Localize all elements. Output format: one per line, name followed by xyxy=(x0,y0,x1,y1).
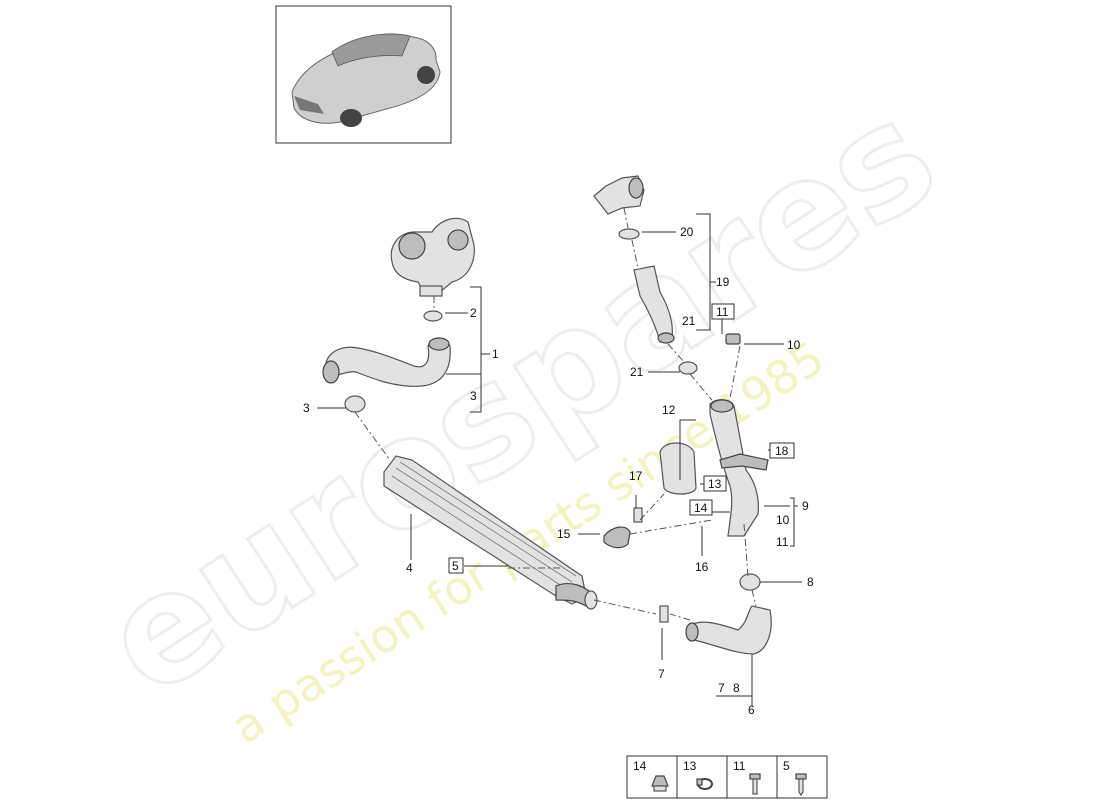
callout-14-box xyxy=(689,499,713,516)
hardware-legend: 14 13 11 5 xyxy=(626,755,828,799)
callout-5: 5 xyxy=(452,559,459,573)
callouts: 2 1 3 3 4 5 15 17 12 14 13 16 7 8 7 8 6 … xyxy=(303,225,814,717)
callout-17: 17 xyxy=(629,469,643,483)
callout-4: 4 xyxy=(406,561,413,575)
resonator xyxy=(659,442,697,495)
callout-18-box xyxy=(769,442,795,459)
callout-11: 11 xyxy=(716,305,729,319)
callout-20: 20 xyxy=(680,225,694,239)
car-icon xyxy=(291,33,441,127)
hose-clip xyxy=(659,605,669,623)
callout-8-group: 8 xyxy=(733,681,740,695)
callout-11-box xyxy=(711,303,735,320)
turbocharger xyxy=(390,217,475,297)
lower-clamp xyxy=(739,573,761,591)
legend-label-5: 5 xyxy=(783,759,790,773)
callout-15: 15 xyxy=(557,527,571,541)
intercooler xyxy=(383,455,598,610)
callout-21: 21 xyxy=(630,365,644,379)
charge-air-pipe-with-bracket xyxy=(709,399,769,537)
leader-lines xyxy=(317,213,802,706)
callout-14: 14 xyxy=(694,501,708,515)
pressure-sensor xyxy=(725,333,741,345)
callout-10: 10 xyxy=(787,338,801,352)
callout-1: 1 xyxy=(492,347,499,361)
seal-ring xyxy=(423,310,443,322)
hose-clamp xyxy=(344,395,366,413)
assembly-lines xyxy=(354,207,757,621)
callout-16: 16 xyxy=(695,560,709,574)
callout-13-box xyxy=(703,475,727,492)
callout-13: 13 xyxy=(708,477,722,491)
callout-2: 2 xyxy=(470,306,477,320)
vehicle-thumbnail xyxy=(275,5,452,144)
legend-label-11: 11 xyxy=(733,759,746,773)
callout-9: 9 xyxy=(802,499,809,513)
callout-7-group: 7 xyxy=(718,681,725,695)
pipe-clamp xyxy=(678,361,698,375)
callout-3-bracket: 3 xyxy=(470,389,477,403)
callout-7: 7 xyxy=(658,667,665,681)
callout-19: 19 xyxy=(716,275,730,289)
hose-clamp-icon xyxy=(696,778,713,790)
legend-label-13: 13 xyxy=(683,759,697,773)
screw-icon xyxy=(795,773,807,797)
callout-5-box xyxy=(448,557,464,574)
callout-12: 12 xyxy=(662,403,676,417)
gasket xyxy=(618,228,640,240)
callout-6: 6 xyxy=(748,703,755,717)
charge-air-hose-lower xyxy=(685,605,772,655)
plug-clip-icon xyxy=(651,775,669,792)
charge-air-hose-upper xyxy=(322,337,451,387)
temperature-sensor xyxy=(603,507,643,549)
bolt-icon xyxy=(749,773,761,795)
legend-label-14: 14 xyxy=(633,759,647,773)
throttle-housing xyxy=(593,175,645,215)
charge-air-pipe-upper xyxy=(633,265,675,344)
watermark: eurospares a passion for parts since 198… xyxy=(73,66,966,754)
callout-8: 8 xyxy=(807,575,814,589)
callout-10-group: 10 xyxy=(776,513,790,527)
callout-18: 18 xyxy=(775,444,789,458)
callout-21-bracket: 21 xyxy=(682,314,696,328)
watermark-brand: eurospares xyxy=(75,68,965,730)
callout-11-group: 11 xyxy=(776,535,789,549)
callout-3: 3 xyxy=(303,401,310,415)
